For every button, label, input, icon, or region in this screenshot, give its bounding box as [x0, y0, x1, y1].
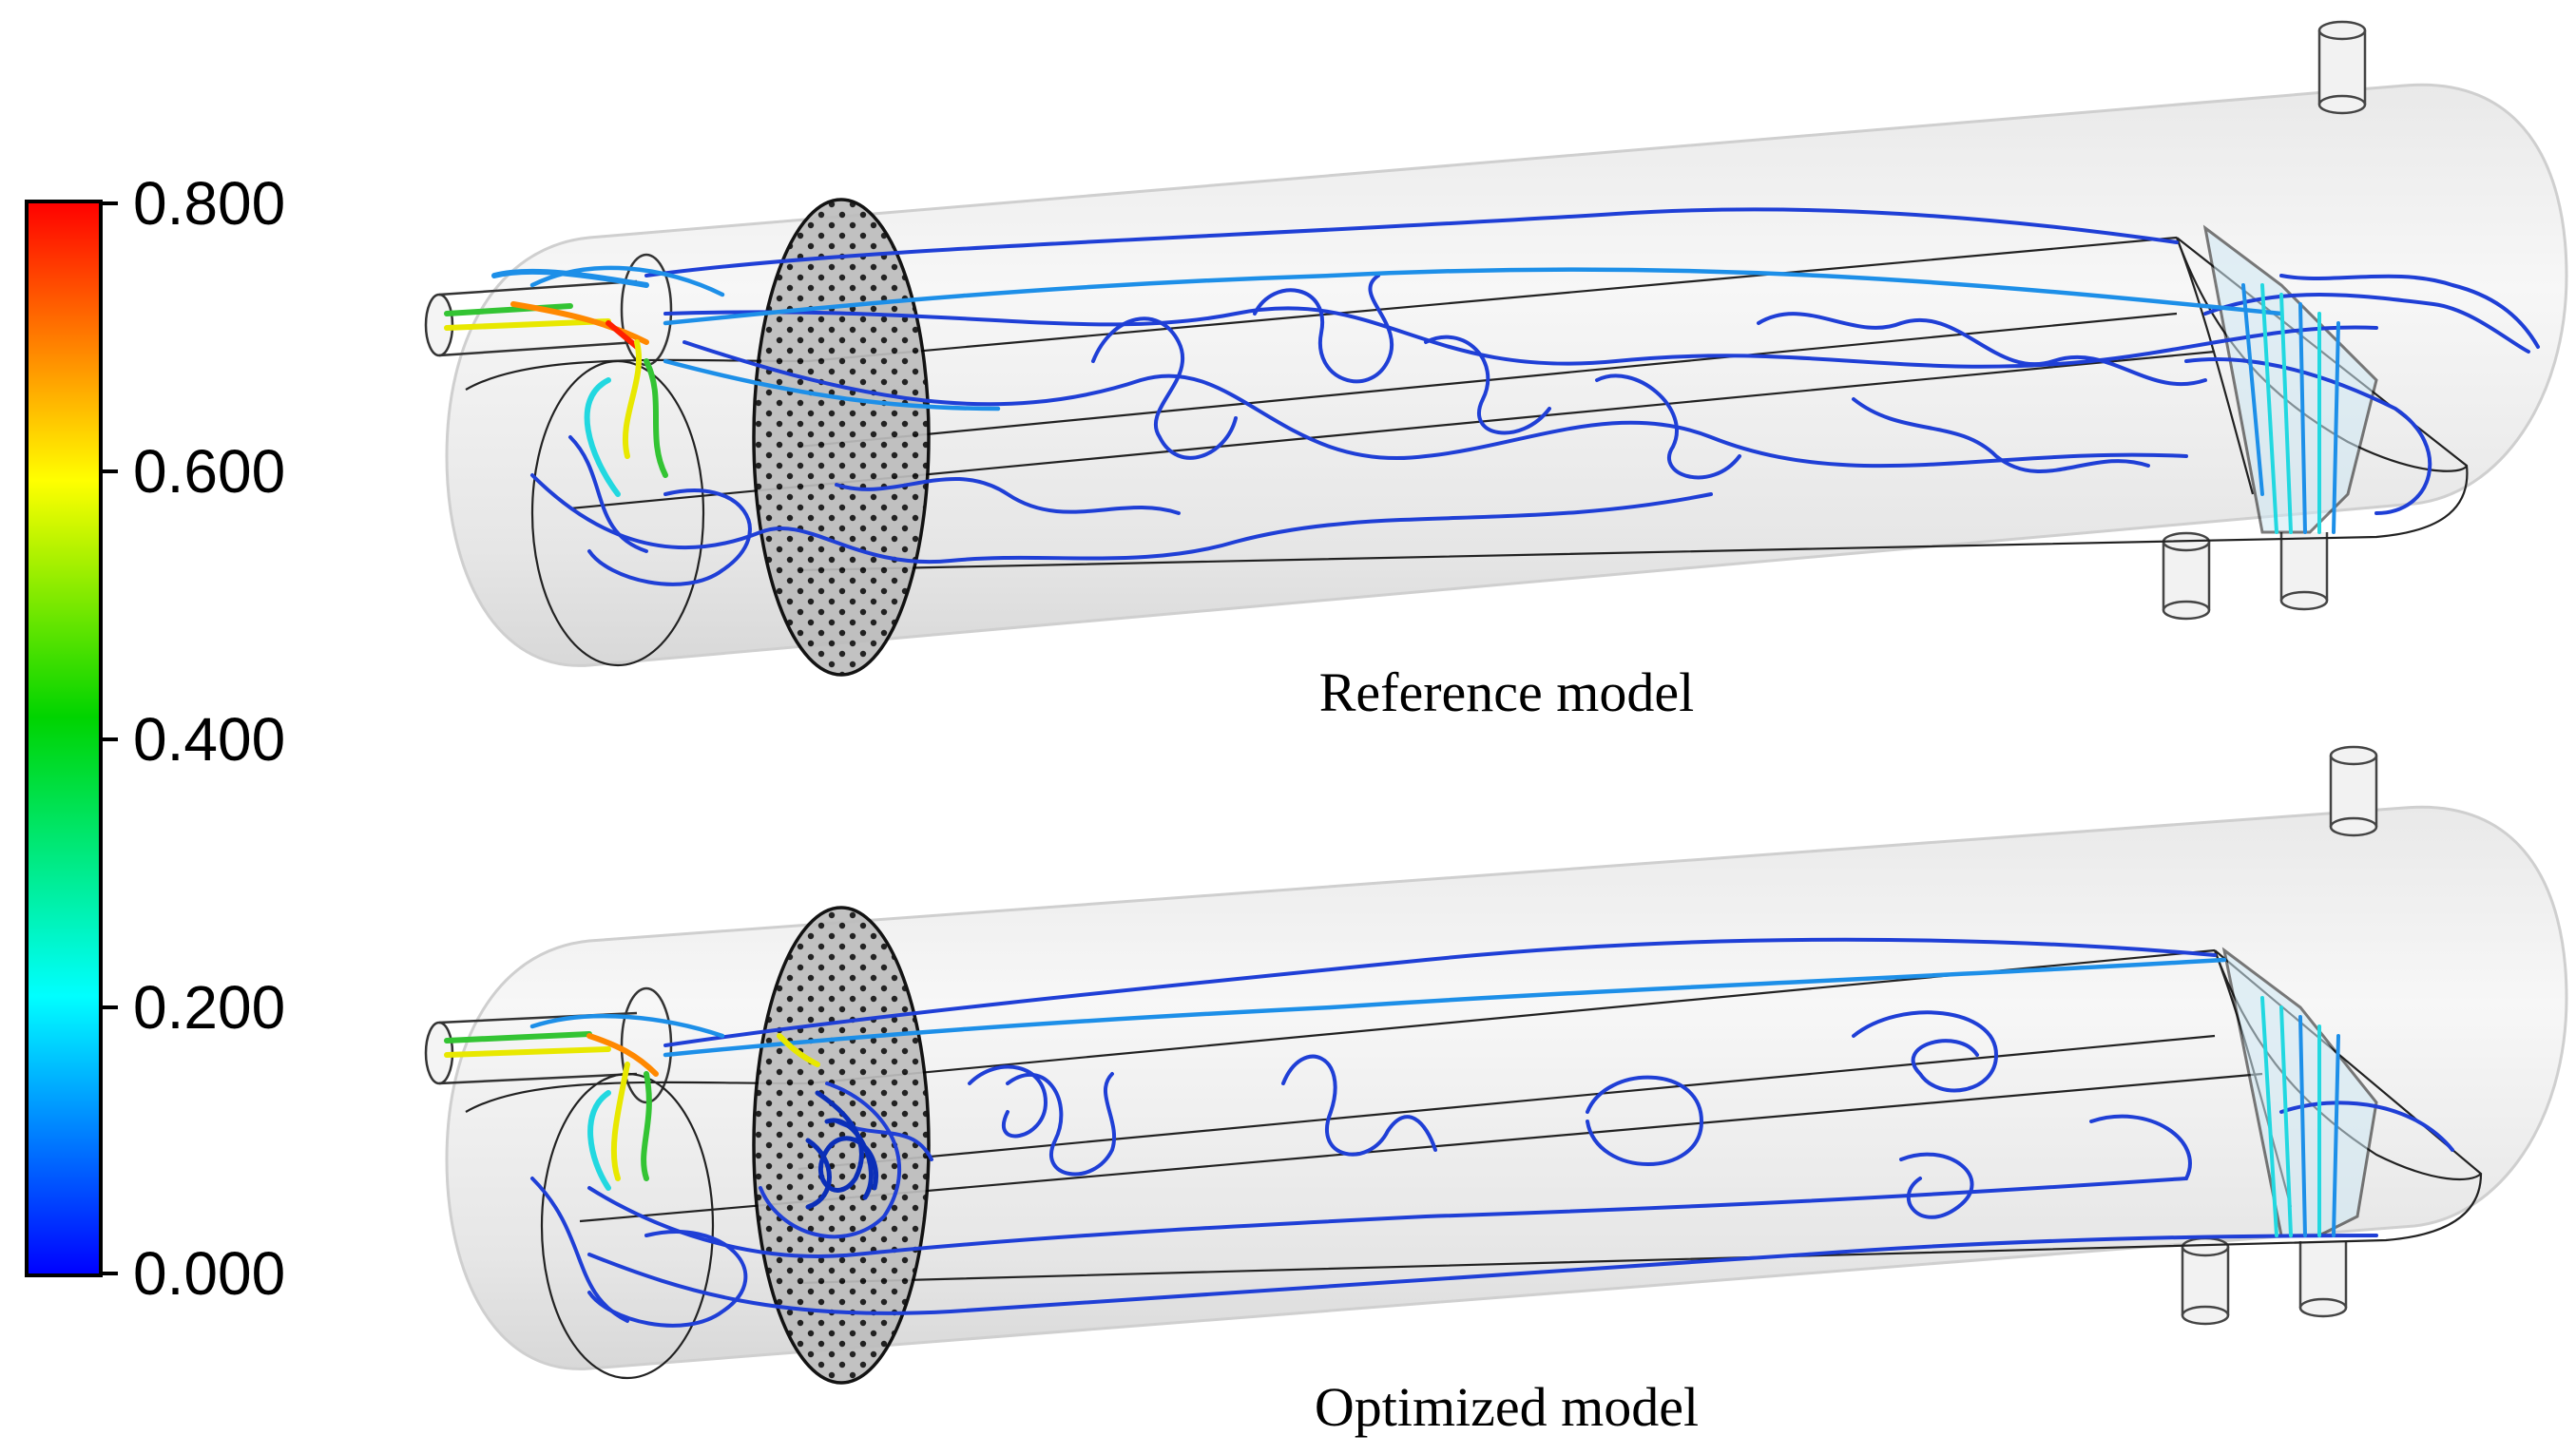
streamlines-slow — [530, 937, 2454, 1328]
streamlines-medium — [529, 957, 2227, 1058]
perforated-plate — [752, 198, 931, 677]
colorbar-tick-label: 0.600 — [133, 437, 285, 506]
vessel-body — [445, 83, 2568, 667]
colorbar-ticks — [101, 201, 118, 1275]
optimized-vessel — [424, 745, 2568, 1385]
nozzle-bottom-right — [2298, 1241, 2348, 1318]
nozzle-top — [2317, 20, 2367, 115]
reference-vessel — [424, 20, 2568, 677]
streamlines-fast — [444, 268, 668, 497]
colorbar: 0.800 0.600 0.400 0.200 0.000 — [25, 169, 285, 1308]
panel-caption: Optimized model — [1315, 1376, 1699, 1438]
colorbar-tick-label: 0.000 — [133, 1239, 285, 1308]
streamlines-outlet — [2260, 996, 2340, 1237]
panel-caption: Reference model — [1319, 661, 1695, 723]
colorbar-tick-label: 0.800 — [133, 169, 285, 238]
colorbar-tick-label: 0.400 — [133, 705, 285, 774]
vessel-body — [445, 805, 2568, 1370]
nozzle-bottom-right — [2279, 532, 2329, 611]
colorbar-tick-label: 0.200 — [133, 973, 285, 1042]
colorbar-scale — [25, 200, 103, 1277]
streamlines-cluster — [805, 1090, 878, 1210]
nozzle-bottom-left — [2162, 531, 2211, 621]
streamlines-outlet — [2241, 283, 2340, 534]
streamlines-slow — [530, 207, 2540, 586]
nozzle-top — [2329, 745, 2378, 837]
nozzle-bottom-left — [2181, 1236, 2230, 1326]
streamlines-medium — [529, 265, 2284, 412]
streamlines-fast — [444, 1031, 820, 1191]
